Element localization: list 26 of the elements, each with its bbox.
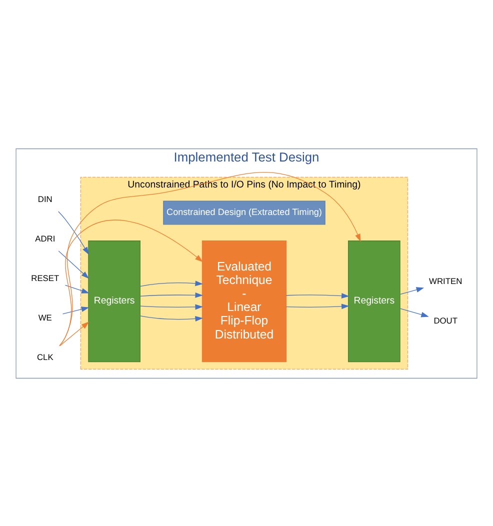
arrow (58, 210, 89, 254)
arrow (140, 304, 203, 310)
arrow (58, 250, 90, 278)
node-text: WE (38, 312, 52, 322)
arrow (62, 306, 90, 314)
arrow (59, 172, 361, 346)
node-box: Evaluated Technique - Linear Flip-Flop Distributed (202, 240, 287, 362)
node-text: DOUT (434, 315, 458, 326)
node-text: WRITEN (429, 276, 462, 286)
arrow (400, 308, 429, 317)
node-box: Registers (348, 240, 400, 362)
arrow (140, 315, 203, 321)
node-text: ADRI (35, 232, 56, 243)
arrow (286, 303, 350, 309)
arrow (140, 280, 203, 286)
node-text: CLK (36, 351, 54, 362)
arrow (64, 284, 90, 293)
node-text: RESET (31, 272, 60, 282)
arrow (400, 286, 424, 294)
node-box: Constrained Design (Extracted Timing) (163, 200, 326, 224)
arrow (286, 292, 350, 298)
arrow (59, 219, 203, 346)
arrow (140, 292, 203, 298)
arrow (60, 321, 90, 346)
node-text: DIN (38, 194, 52, 204)
node-box: Registers (88, 240, 140, 362)
